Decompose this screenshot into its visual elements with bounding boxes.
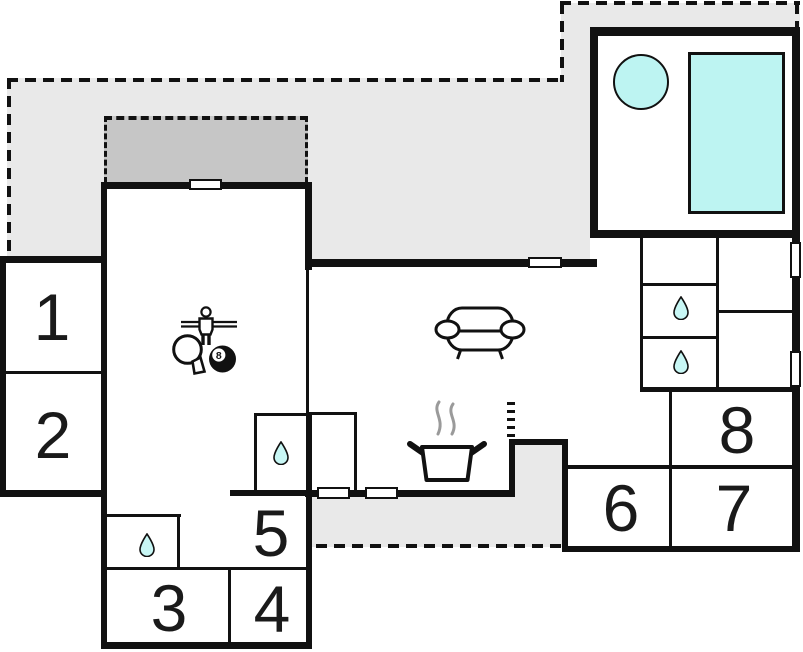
room-label-7: 7 xyxy=(715,471,753,545)
wall-segment xyxy=(305,490,512,497)
wall-segment xyxy=(309,412,357,415)
terrace-boundary-dashed xyxy=(7,78,11,260)
room-label-1: 1 xyxy=(33,280,71,354)
window xyxy=(790,351,801,387)
water-drop-icon xyxy=(139,533,155,557)
eight-ball-number: 8 xyxy=(216,350,222,362)
wall-segment xyxy=(107,514,181,517)
wall-segment xyxy=(306,268,309,494)
window xyxy=(365,487,398,499)
wall-segment xyxy=(590,27,800,36)
wall-segment xyxy=(640,238,643,390)
terrace-boundary-dashed xyxy=(316,544,566,548)
wall-segment xyxy=(640,336,719,339)
wall-segment xyxy=(254,414,257,494)
wall-segment xyxy=(254,413,307,416)
wall-segment xyxy=(306,414,312,649)
wall-segment xyxy=(228,570,231,643)
terrace-boundary-dashed xyxy=(560,1,800,5)
water-drop-icon xyxy=(273,441,289,465)
wall-segment xyxy=(509,439,515,497)
terrace-boundary-dashed xyxy=(795,3,799,30)
room-label-3: 3 xyxy=(150,571,188,645)
room-label-2: 2 xyxy=(34,398,72,472)
room-label-4: 4 xyxy=(253,572,291,646)
terrace-boundary-dashed xyxy=(7,78,563,82)
window xyxy=(790,242,801,278)
wall-segment xyxy=(792,27,800,552)
wall-segment xyxy=(305,182,312,270)
wall-segment xyxy=(640,283,719,286)
terrace-area-bottom xyxy=(312,497,563,547)
wall-segment xyxy=(107,567,307,570)
wall-segment xyxy=(568,465,797,469)
wall-segment xyxy=(716,310,796,313)
steam-lines xyxy=(435,400,442,436)
sofa-icon xyxy=(434,306,526,360)
wall-segment xyxy=(590,230,795,238)
table-tennis-paddle-icon xyxy=(172,334,207,376)
wall-segment xyxy=(0,256,6,497)
window xyxy=(189,179,222,190)
wall-segment xyxy=(354,412,357,492)
swimming-pool-icon xyxy=(688,52,785,214)
water-drop-icon xyxy=(673,296,689,320)
terrace-boundary-dashed xyxy=(560,3,564,82)
wall-segment xyxy=(640,387,797,392)
steam-lines xyxy=(449,402,456,436)
wall-segment xyxy=(4,371,103,374)
opening-dotted-line xyxy=(507,402,515,440)
window xyxy=(528,257,562,268)
wall-segment xyxy=(101,642,312,649)
covered-terrace-area xyxy=(104,116,308,183)
wall-segment xyxy=(0,490,107,497)
game-room-icons: 8 xyxy=(172,306,237,376)
room-label-6: 6 xyxy=(602,471,640,545)
bedroom-wing-left-interior xyxy=(5,263,102,492)
wall-segment xyxy=(590,27,598,238)
eight-ball-icon: 8 xyxy=(209,345,236,373)
wall-segment xyxy=(562,439,568,552)
room-label-5: 5 xyxy=(252,496,290,570)
wall-segment xyxy=(509,439,568,445)
window xyxy=(317,487,350,499)
hot-tub-icon xyxy=(613,54,669,110)
wall-segment xyxy=(177,514,180,570)
wall-segment xyxy=(305,259,597,267)
wall-segment xyxy=(562,546,800,552)
foosball-player-icon xyxy=(181,306,237,345)
wall-segment xyxy=(101,182,107,648)
room-label-8: 8 xyxy=(718,393,756,467)
cooking-pot-icon xyxy=(407,400,487,482)
water-drop-icon xyxy=(673,350,689,374)
wall-segment xyxy=(230,490,307,496)
wall-segment xyxy=(716,238,719,390)
wall-segment xyxy=(0,256,107,263)
wall-segment xyxy=(669,390,672,548)
